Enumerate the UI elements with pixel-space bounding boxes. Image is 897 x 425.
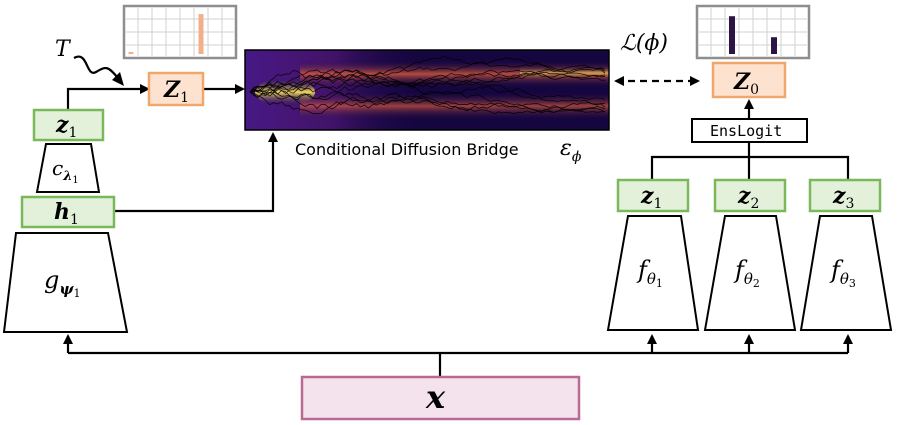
h1-green-box (20, 195, 116, 229)
member2-trapezoid (703, 215, 797, 331)
hist-bar (771, 37, 777, 54)
loss-arrowhead-left (614, 76, 624, 86)
encoder-trapezoid (2, 232, 129, 333)
right-histogram (695, 4, 811, 60)
bridge-sample-path (249, 61, 606, 93)
bridge-sample-path (249, 91, 606, 115)
temperature-label: T (55, 37, 72, 62)
bridge-sample-path (249, 84, 606, 104)
member3-trapezoid (799, 215, 893, 331)
left-histogram (122, 4, 238, 60)
diffusion-bridge-heatmap (244, 49, 610, 131)
bridge-caption: Conditional Diffusion Bridge (295, 140, 519, 159)
input-box (300, 375, 581, 421)
connectors (63, 76, 853, 376)
z0-orange-box (711, 61, 787, 99)
bridge-model-label: εϕ (560, 136, 582, 165)
bridge-sample-path (249, 64, 606, 99)
member2-z-label: z2 (737, 183, 759, 212)
input-label: x (425, 378, 446, 416)
classifier-label: cλ1 (52, 156, 79, 186)
enslogit-label: EnsLogit (710, 122, 782, 140)
bridge-sample-path (249, 86, 606, 109)
encoder-label: gψ1 (44, 266, 81, 300)
member3-z-label: z3 (832, 183, 854, 212)
z1-orange-box (147, 71, 205, 107)
bridge-sample-path (249, 55, 606, 93)
h1-label: h1 (54, 199, 79, 228)
member1-trapezoid (606, 215, 700, 331)
member1-z-box (616, 178, 690, 213)
member2-z-box (713, 178, 787, 213)
temperature-arrow (73, 55, 119, 79)
z1-orange-label: Z1 (163, 77, 189, 106)
bridge-sample-path (249, 68, 606, 93)
member3-z-box (808, 178, 882, 213)
z1-green-label: z1 (55, 112, 77, 141)
bridge-sample-path (249, 69, 606, 93)
hist-bar (198, 14, 204, 55)
hist-bar (729, 16, 735, 54)
classifier-trapezoid (35, 143, 101, 193)
bridge-sample-path (249, 83, 606, 114)
bridge-sample-path (249, 69, 606, 108)
hist-bar (128, 52, 134, 54)
loss-label: ℒ(ϕ) (620, 31, 668, 56)
z0-label: Z0 (733, 69, 759, 98)
z1-green-box (32, 108, 105, 142)
member1-z-label: z1 (640, 183, 662, 212)
enslogit-box (691, 118, 808, 143)
